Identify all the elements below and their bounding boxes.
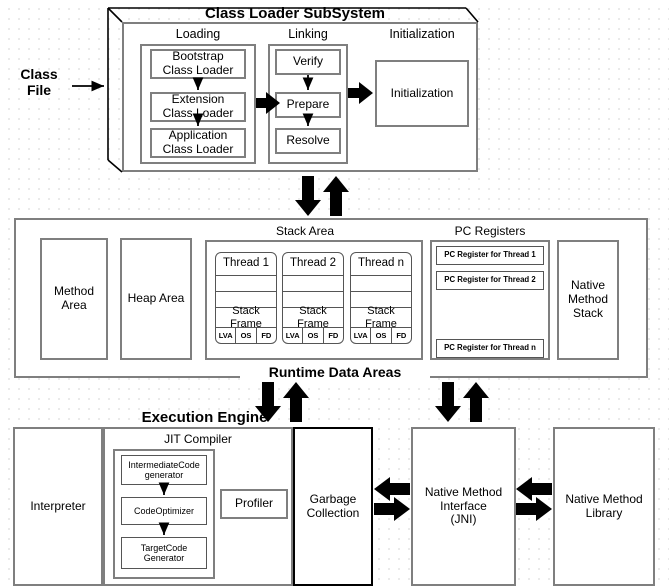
native-method-stack-line1: Native [570,278,605,293]
method-area-box[interactable]: Method Area [40,238,108,360]
class-loader-subsystem-title: Class Loader SubSystem [204,5,386,23]
pc-registers-label: PC Registers [454,224,526,239]
loading-section-label: Loading [175,26,221,41]
garbage-collection-line2: Collection [306,505,360,520]
initialization-section-label: Initialization [389,26,455,41]
code-optimizer-label: CodeOptimizer [133,505,195,516]
class-file-line2: File [26,82,52,98]
intermediate-code-generator-line1: IntermediateCode [128,459,200,470]
pc-register-thread-1-label: PC Register for Thread 1 [444,250,536,260]
application-class-loader-line1: Application [168,128,228,143]
prepare-box[interactable]: Prepare [275,92,341,118]
thread-n-empty-cell-1 [351,276,411,292]
thread-2-cell-os: OS [303,328,324,344]
application-class-loader-line2: Class Loader [162,142,234,156]
gc-jni-arrows [374,477,410,521]
thread-2-cell-fd: FD [328,330,339,340]
extension-class-loader-line1: Extension [171,92,225,107]
native-method-stack-line2: Method [567,292,609,307]
interpreter-label: Interpreter [30,498,86,513]
thread-2-stack-frame: Stack Frame [283,305,343,330]
thread-1-cell-os: OS [236,328,257,344]
native-method-library-line2: Library [585,505,623,520]
thread-1-empty-cell-1 [216,276,276,292]
resolve-box[interactable]: Resolve [275,128,341,154]
application-class-loader-box[interactable]: Application Class Loader [150,128,246,158]
resolve-label: Resolve [286,133,330,148]
method-area-line1: Method [53,284,95,299]
native-method-interface-box[interactable]: Native Method Interface (JNI) [411,427,516,586]
intermediate-code-generator-box[interactable]: IntermediateCode generator [121,455,207,485]
native-method-stack-box[interactable]: Native Method Stack [557,240,619,360]
thread-2-title: Thread 2 [283,253,343,276]
bootstrap-class-loader-line2: Class Loader [162,63,234,77]
extension-class-loader-line2: Class Loader [162,106,234,120]
execution-engine-title: Execution Engine [141,409,268,427]
native-method-interface-line1: Native Method [424,484,503,499]
thread-n-stack-frame: Stack Frame [351,305,411,330]
thread-n-title: Thread n [351,253,411,276]
heap-area-box[interactable]: Heap Area [120,238,192,360]
prepare-label: Prepare [286,97,330,112]
initialization-box[interactable]: Initialization [375,60,469,127]
classloader-runtime-arrows [295,176,349,216]
thread-n-cell-fd: FD [396,330,407,340]
method-area-line2: Area [61,298,87,312]
garbage-collection-line1: Garbage [309,491,357,506]
jni-library-arrows [516,477,552,521]
thread-1-cell-lva: LVA [216,328,237,344]
thread-n-empty-cell-2 [351,292,411,308]
linking-section-label: Linking [288,26,328,41]
bootstrap-class-loader-line1: Bootstrap [172,49,224,64]
garbage-collection-box[interactable]: Garbage Collection [293,427,373,586]
thread-n-box[interactable]: Thread n Stack Frame LVA OS FD [350,252,412,344]
thread-1-box[interactable]: Thread 1 Stack Frame LVA OS FD [215,252,277,344]
stack-area-label: Stack Area [275,224,335,239]
profiler-box[interactable]: Profiler [220,489,288,519]
native-method-interface-line2: Interface [440,498,487,513]
class-file-line1: Class [20,65,58,82]
runtime-jni-arrows-right [435,382,489,422]
thread-2-cell-lva: LVA [283,328,304,344]
initialization-label: Initialization [390,85,454,100]
thread-2-empty-cell-1 [283,276,343,292]
thread-n-cell-os: OS [371,328,392,344]
thread-2-empty-cell-2 [283,292,343,308]
target-code-generator-line2: Generator [143,553,185,563]
code-optimizer-box[interactable]: CodeOptimizer [121,497,207,525]
interpreter-box[interactable]: Interpreter [13,427,103,586]
extension-class-loader-box[interactable]: Extension Class Loader [150,92,246,122]
verify-label: Verify [292,54,323,69]
pc-register-thread-2[interactable]: PC Register for Thread 2 [436,271,544,290]
thread-1-cell-fd: FD [261,330,272,340]
pc-register-thread-n-label: PC Register for Thread n [444,343,536,353]
class-file-label: Class File [8,60,70,104]
native-method-interface-line3: (JNI) [450,512,477,527]
profiler-label: Profiler [234,496,273,511]
native-method-stack-line3: Stack [572,305,603,320]
native-method-library-line1: Native Method [565,491,643,506]
thread-2-box[interactable]: Thread 2 Stack Frame LVA OS FD [282,252,344,344]
target-code-generator-line1: TargetCode [140,542,188,553]
thread-1-title: Thread 1 [216,253,276,276]
bootstrap-class-loader-box[interactable]: Bootstrap Class Loader [150,49,246,79]
thread-1-empty-cell-2 [216,292,276,308]
target-code-generator-box[interactable]: TargetCode Generator [121,537,207,569]
runtime-data-areas-title: Runtime Data Areas [240,362,430,382]
native-method-library-box[interactable]: Native Method Library [553,427,655,586]
intermediate-code-generator-line2: generator [144,470,184,480]
thread-1-stack-frame: Stack Frame [216,305,276,330]
pc-register-thread-1[interactable]: PC Register for Thread 1 [436,246,544,265]
jit-compiler-label: JIT Compiler [164,432,232,447]
pc-register-thread-n[interactable]: PC Register for Thread n [436,339,544,358]
thread-n-cell-lva: LVA [351,328,372,344]
verify-box[interactable]: Verify [275,49,341,75]
pc-register-thread-2-label: PC Register for Thread 2 [444,275,536,285]
heap-area-label: Heap Area [127,291,185,306]
